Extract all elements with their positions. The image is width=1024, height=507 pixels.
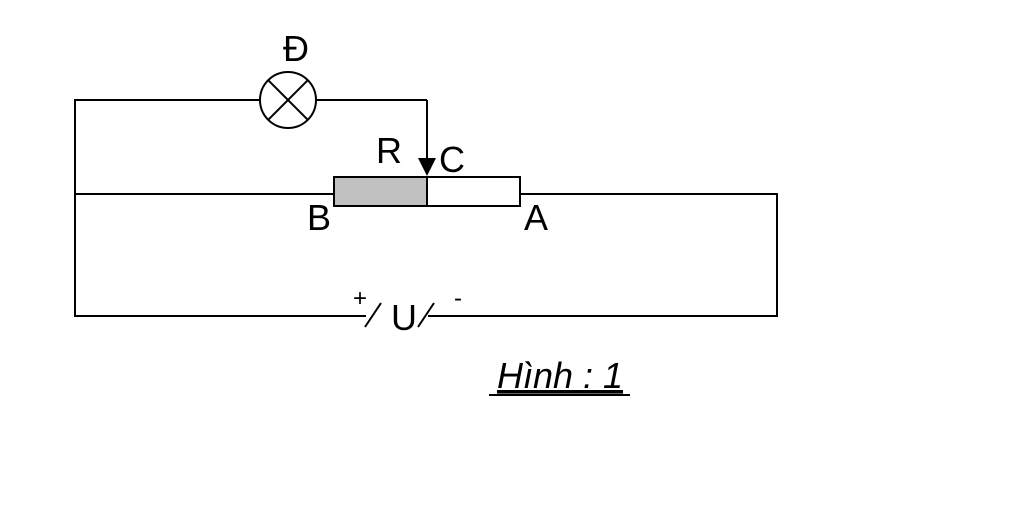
lamp-label: Đ [283,28,309,69]
end-a-label: A [524,197,548,238]
arrow-down-icon [418,158,436,176]
rheostat [333,176,521,207]
rheostat-white-part [426,176,521,207]
end-b-label: B [307,197,331,238]
plus-sign: + [353,285,367,312]
source-label: U [391,297,417,338]
rheostat-label: R [376,130,402,171]
lamp-icon [259,71,317,129]
figure-caption: Hình : 1 [497,355,623,396]
rheostat-shaded-part [333,176,428,207]
minus-sign: - [454,285,462,312]
slider-label: C [439,139,465,180]
battery-icon [364,302,435,328]
